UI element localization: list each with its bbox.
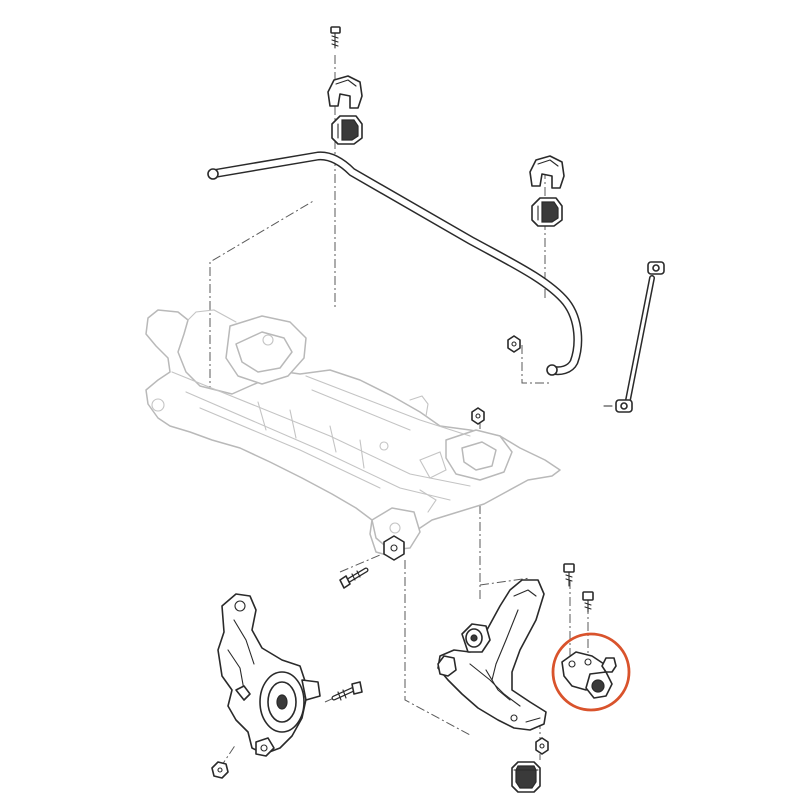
leader-lines <box>209 55 589 769</box>
nut <box>507 335 521 353</box>
highlight-circle <box>551 632 631 712</box>
nut <box>383 535 405 561</box>
bolt <box>331 681 363 701</box>
control-arm-bushing <box>437 623 491 677</box>
stabilizer-bracket <box>529 155 565 189</box>
bolt <box>563 563 575 587</box>
subframe <box>145 309 561 557</box>
bolt <box>582 591 594 613</box>
stabilizer-bushing <box>331 115 363 145</box>
stabilizer-bushing <box>531 197 563 227</box>
bolt <box>330 26 341 49</box>
steering-knuckle <box>217 593 321 757</box>
bolt <box>339 567 369 589</box>
stabilizer-link <box>603 261 665 413</box>
stabilizer-bar <box>207 151 583 376</box>
stabilizer-bracket <box>327 75 363 109</box>
lower-control-arm <box>437 579 547 731</box>
ball-joint <box>561 651 617 699</box>
nut <box>535 737 549 755</box>
control-arm-bushing <box>511 761 541 793</box>
nut <box>471 407 485 425</box>
nut <box>211 761 229 779</box>
